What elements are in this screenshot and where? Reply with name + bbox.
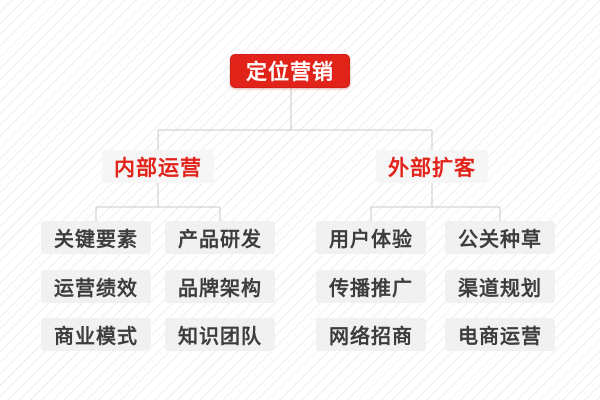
leaf-node: 品牌架构 <box>165 270 275 303</box>
branch-node-external-expansion: 外部扩客 <box>376 150 488 183</box>
leaf-node: 用户体验 <box>316 221 426 254</box>
root-node-positioning-marketing: 定位营销 <box>230 54 350 88</box>
leaf-node: 公关种草 <box>445 221 555 254</box>
leaf-node: 传播推广 <box>316 270 426 303</box>
leaf-node: 产品研发 <box>165 221 275 254</box>
leaf-node: 网络招商 <box>316 318 426 351</box>
branch-node-internal-operations: 内部运营 <box>102 150 214 183</box>
leaf-node: 知识团队 <box>165 318 275 351</box>
leaf-node: 渠道规划 <box>445 270 555 303</box>
leaf-node: 商业模式 <box>41 318 151 351</box>
leaf-node: 运营绩效 <box>41 270 151 303</box>
leaf-node: 电商运营 <box>445 318 555 351</box>
leaf-node: 关键要素 <box>41 221 151 254</box>
